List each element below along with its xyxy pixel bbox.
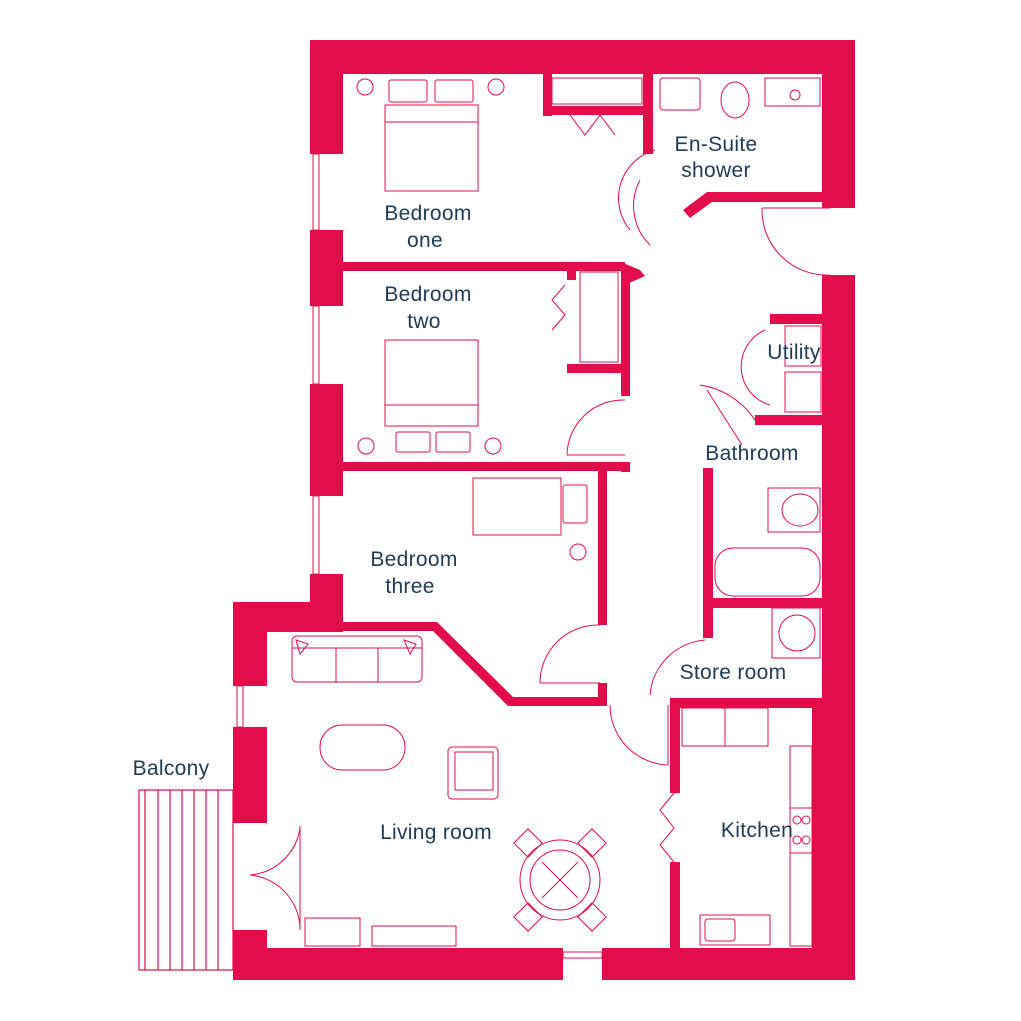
door-ensuite (618, 149, 656, 231)
label-living-room: Living room (380, 821, 492, 844)
wall-kitchen-right (812, 708, 822, 948)
wall-kitchen-left-2 (670, 862, 680, 948)
wall-living-left-2 (233, 727, 267, 823)
dining-table (519, 839, 601, 921)
wall-kitchen-top (670, 698, 822, 708)
wall-right-lower (822, 275, 855, 980)
label-utility: Utility (767, 341, 821, 364)
furniture (291, 77, 822, 947)
door-bed2 (566, 399, 626, 456)
window-bottom (562, 951, 603, 959)
window-bed1 (312, 153, 320, 231)
bed-bedroom-one (384, 104, 479, 192)
lamp-icon (569, 543, 587, 561)
wall-top (310, 40, 855, 74)
door-bed1 (633, 179, 651, 246)
label-bedroom-one-1: Bedroom (384, 202, 471, 225)
wall-right-upper (822, 40, 855, 208)
door-balcony-top (249, 827, 301, 876)
label-store-room: Store room (680, 661, 787, 684)
lamp-icon (484, 437, 502, 455)
walls (233, 40, 855, 980)
wall-bed2-stub (567, 270, 576, 280)
lamp-icon (357, 437, 375, 455)
label-ensuite-2: shower (681, 159, 751, 182)
bed-bedroom-three (472, 477, 562, 536)
door-living (609, 704, 669, 766)
window-bed3 (312, 495, 320, 575)
label-bedroom-three-2: three (385, 575, 434, 598)
wall-bottom-right (602, 948, 855, 980)
door-kitchen (659, 792, 675, 863)
lamp-icon (487, 78, 505, 96)
wall-bottom-left (233, 948, 563, 980)
door-balcony-bottom (249, 874, 301, 929)
door-bed3 (539, 624, 601, 684)
wall-living-diagonal (343, 622, 607, 706)
doors (249, 149, 831, 930)
label-kitchen: Kitchen (721, 819, 793, 842)
wall-bed2-right (621, 270, 630, 396)
bed-bedroom-two (384, 339, 479, 427)
wall-bathroom-bottom (703, 598, 822, 608)
balcony (138, 789, 234, 971)
window-living (236, 685, 244, 728)
wall-living-door-stub (598, 683, 607, 705)
hob (789, 807, 813, 854)
wall-kitchen-left (670, 698, 680, 793)
wall-left-2 (310, 230, 343, 306)
wall-bed3-right (598, 471, 607, 625)
sink (699, 914, 771, 946)
armchair (447, 746, 499, 800)
label-bedroom-one-2: one (407, 229, 443, 252)
door-entrance (761, 207, 831, 276)
label-bedroom-two-2: two (407, 310, 441, 333)
sofa (291, 635, 423, 683)
window-bed2 (312, 305, 320, 385)
label-balcony: Balcony (133, 757, 210, 780)
label-bedroom-three-1: Bedroom (370, 548, 457, 571)
sideboard (304, 917, 361, 947)
lamp-icon (356, 78, 374, 96)
label-ensuite-1: En-Suite (675, 133, 758, 156)
room-labels: Bedroom one Bedroom two Bedroom three En… (133, 133, 821, 844)
label-bathroom: Bathroom (705, 442, 798, 465)
wall-bed3-stub (621, 462, 630, 472)
door-utility (740, 329, 771, 406)
balcony-outline (138, 789, 234, 971)
wall-bed2-bed3 (343, 462, 630, 471)
wall-closet-bottom (543, 106, 643, 115)
kitchen-counter-right (789, 745, 813, 947)
wall-bed1-bed2 (343, 262, 625, 271)
wall-living-left-1 (233, 602, 267, 686)
bath-tub (714, 547, 821, 597)
wall-utility-top (770, 314, 822, 324)
wall-left-3 (310, 384, 343, 496)
wall-bed2-closet (567, 364, 627, 373)
windows (236, 153, 603, 959)
wall-left-1 (310, 40, 343, 154)
coffee-table (319, 724, 406, 771)
wall-closet-left (543, 74, 552, 116)
door-bathroom (699, 384, 756, 421)
wall-corridor-left (703, 468, 713, 638)
wall-utility-bottom (755, 415, 822, 425)
door-store (649, 639, 706, 696)
interior-walls (343, 74, 822, 948)
tv-unit (371, 925, 457, 947)
label-bedroom-two-1: Bedroom (384, 283, 471, 306)
wall-ensuite-left (643, 74, 653, 154)
wall-ensuite-bottom (683, 192, 822, 218)
